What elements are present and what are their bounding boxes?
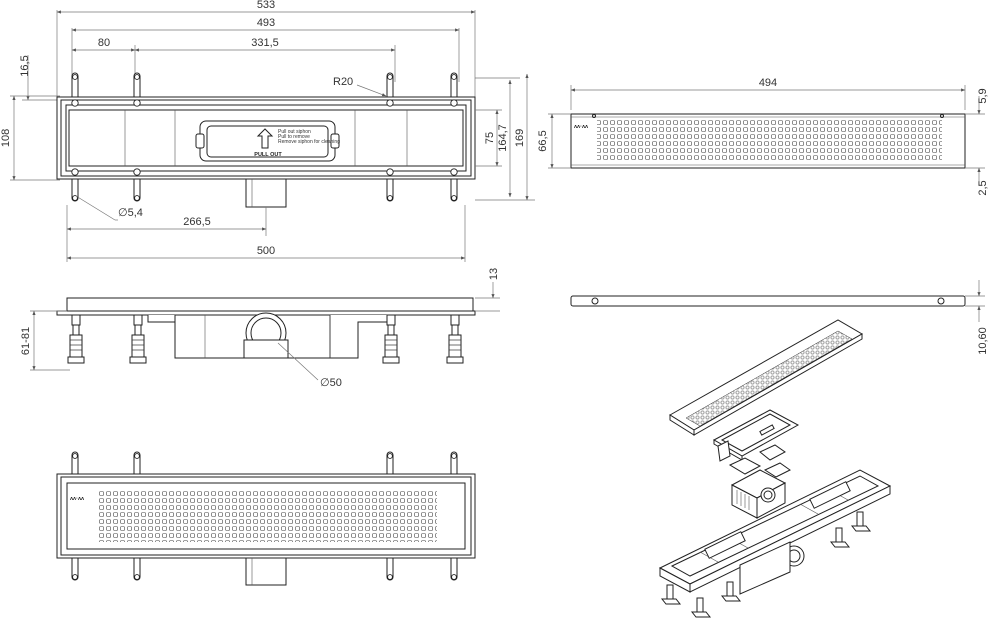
dim-edge: 16,5 bbox=[19, 55, 31, 76]
dim-hole: ∅5,4 bbox=[118, 207, 143, 219]
dim-164-7: 164,7 bbox=[497, 124, 509, 152]
dim-body-width: 493 bbox=[257, 17, 275, 29]
siphon-note-1: Pull out siphon bbox=[278, 129, 311, 135]
dim-height-108: 108 bbox=[0, 129, 12, 147]
siphon-note-3: Remove siphon for cleaning bbox=[278, 139, 340, 145]
dim-overall-width: 533 bbox=[257, 0, 275, 11]
installed-view: ᴧᴧ·ᴧᴧ bbox=[56, 451, 476, 586]
grate-dim-width: 494 bbox=[759, 77, 777, 89]
dim-outlet-offset: 266,5 bbox=[183, 216, 211, 228]
dim-bottom-width: 500 bbox=[257, 245, 275, 257]
isometric-exploded-view bbox=[658, 319, 892, 618]
grate-dim-bottom: 2,5 bbox=[977, 180, 989, 195]
grate-logo: ᴧᴧ·ᴧᴧ bbox=[574, 124, 589, 130]
dim-75: 75 bbox=[484, 132, 496, 144]
siphon-note-2: Pull to remove bbox=[278, 134, 310, 140]
dim-left-offset: 80 bbox=[98, 37, 110, 49]
side-dim-13: 13 bbox=[488, 268, 500, 280]
side-dim-height-range: 61-81 bbox=[20, 327, 32, 355]
side-dim-outlet: ∅50 bbox=[320, 377, 342, 389]
grate-side-view: 10,60 bbox=[570, 280, 989, 355]
side-view: 13 61-81 ∅50 bbox=[20, 268, 500, 389]
top-view: 533 493 80 331,5 16,5 108 bbox=[0, 0, 535, 262]
installed-grate-logo: ᴧᴧ·ᴧᴧ bbox=[70, 496, 85, 502]
grate-dim-thickness: 10,60 bbox=[977, 327, 989, 355]
dim-169: 169 bbox=[514, 129, 526, 147]
dim-radius: R20 bbox=[333, 76, 353, 88]
grate-dim-top: 5,9 bbox=[977, 88, 989, 103]
grate-dim-height: 66,5 bbox=[537, 130, 549, 151]
pull-out-label: PULL OUT bbox=[254, 152, 282, 158]
grate-view: 494 ᴧᴧ·ᴧᴧ 66,5 5,9 2,5 bbox=[537, 77, 989, 196]
dim-center-span: 331,5 bbox=[251, 37, 279, 49]
